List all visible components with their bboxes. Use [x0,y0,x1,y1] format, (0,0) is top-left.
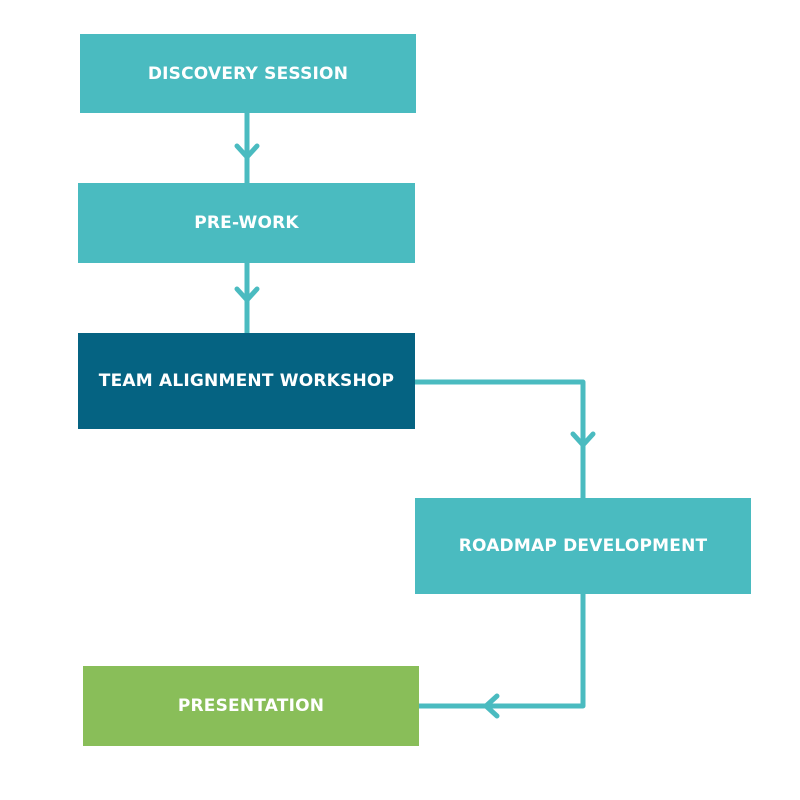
step-label: ROADMAP DEVELOPMENT [458,536,708,556]
arrow-down-icon [234,143,260,160]
connector-prework-to-workshop [234,260,260,336]
step-discovery-session: DISCOVERY SESSION [80,34,416,113]
step-label: PRESENTATION [177,696,325,716]
step-presentation: PRESENTATION [83,666,419,746]
step-roadmap-development: ROADMAP DEVELOPMENT [415,498,751,594]
step-label: DISCOVERY SESSION [147,63,349,84]
connector-workshop-to-roadmap [412,379,596,501]
connector-discovery-to-prework [234,110,260,186]
connector-roadmap-to-presentation [416,591,586,719]
step-pre-work: PRE-WORK [78,183,415,263]
arrow-left-icon [483,693,500,719]
step-label: TEAM ALIGNMENT WORKSHOP [98,371,395,391]
arrow-down-icon [234,286,260,303]
arrow-down-icon [570,431,596,448]
step-team-alignment-workshop: TEAM ALIGNMENT WORKSHOP [78,333,415,429]
step-label: PRE-WORK [194,213,299,233]
